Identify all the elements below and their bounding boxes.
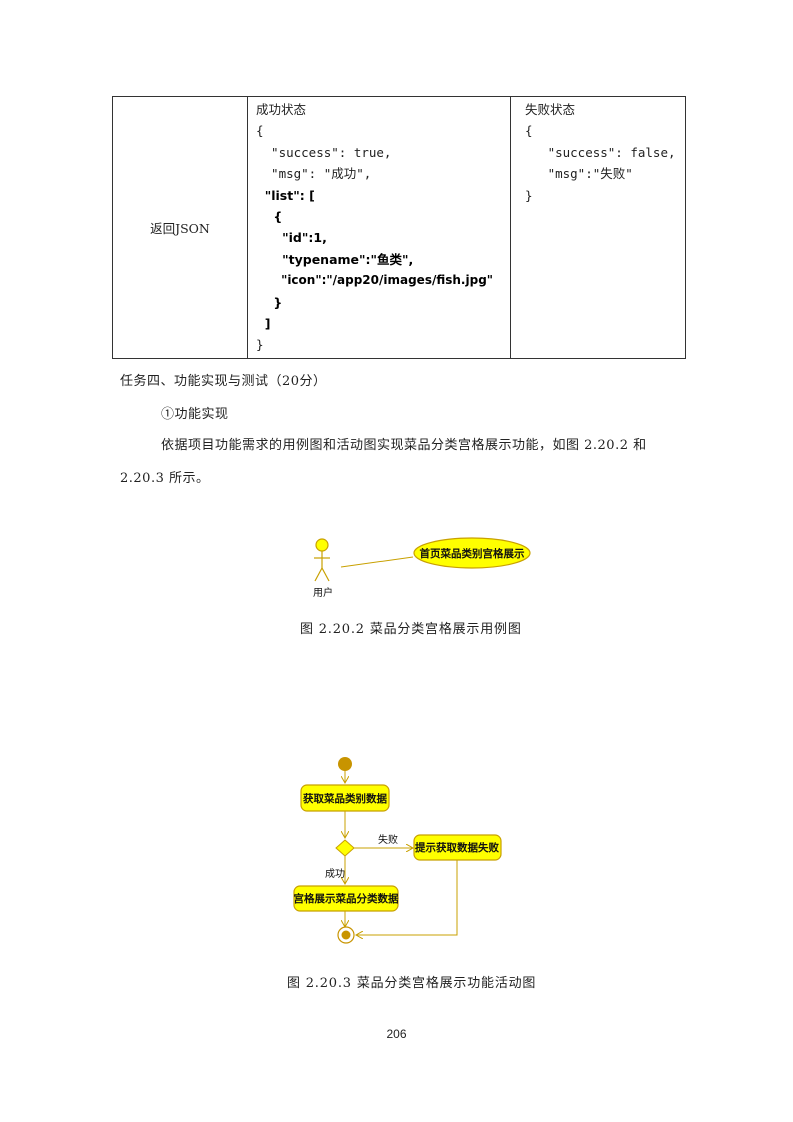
success-line: "icon":"/app20/images/fish.jpg"	[256, 273, 494, 288]
fail-guard-label: 失败	[378, 833, 398, 846]
failure-line: "msg":"失败"	[525, 166, 633, 182]
decision-diamond	[335, 839, 355, 857]
failure-line: "success": false,	[525, 144, 676, 160]
task-heading: 任务四、功能实现与测试（20分）	[120, 374, 327, 389]
success-line: {	[256, 123, 264, 139]
success-cell: 成功状态 { "success": true, "msg": "成功", "li…	[247, 96, 511, 359]
actor-figure	[314, 538, 330, 582]
success-line: {	[256, 209, 283, 225]
usecase-caption: 图 2.20.2 菜品分类宫格展示用例图	[300, 622, 522, 637]
row-label-cell: 返回JSON	[112, 96, 248, 359]
body-paragraph-line2: 2.20.3 所示。	[120, 471, 210, 486]
association-line	[340, 556, 414, 568]
activity-diagram: 获取菜品类别数据 失败 提示获取数据失败 成功 宫格展示菜品分类数据	[293, 757, 502, 944]
success-line: "list": [	[256, 187, 315, 203]
action-get-data-label: 获取菜品类别数据	[303, 792, 387, 805]
row-label: 返回JSON	[150, 221, 210, 236]
success-line: }	[256, 337, 264, 353]
activity-caption: 图 2.20.3 菜品分类宫格展示功能活动图	[287, 976, 537, 991]
failure-title: 失败状态	[525, 102, 576, 117]
action-fail-label: 提示获取数据失败	[415, 841, 499, 854]
success-title: 成功状态	[256, 102, 307, 117]
failure-line: }	[525, 187, 533, 203]
action-success	[293, 885, 399, 912]
success-guard-label: 成功	[325, 868, 345, 880]
usecase-diagram: 用户 首页菜品类别宫格展示	[313, 537, 531, 599]
actor-head	[315, 538, 329, 552]
success-line: }	[256, 294, 283, 310]
sub-heading: ①功能实现	[161, 407, 229, 422]
actor-label: 用户	[313, 586, 333, 599]
success-line: "typename":"鱼类",	[256, 251, 414, 267]
success-line: ]	[256, 316, 271, 332]
start-node	[338, 757, 352, 771]
json-return-table: 返回JSON 成功状态 { "success": true, "msg": "成…	[112, 96, 686, 359]
page-number: 206	[386, 1027, 407, 1041]
usecase-ellipse	[413, 537, 531, 569]
failure-cell: 失败状态 { "success": false, "msg":"失败" }	[510, 96, 686, 359]
success-line: "msg": "成功",	[256, 166, 372, 182]
success-line: "success": true,	[256, 144, 392, 160]
usecase-label: 首页菜品类别宫格展示	[420, 547, 525, 560]
body-paragraph-line1: 依据项目功能需求的用例图和活动图实现菜品分类宫格展示功能，如图 2.20.2 和	[161, 438, 647, 453]
failure-line: {	[525, 123, 533, 139]
success-line: "id":1,	[256, 230, 327, 246]
action-success-label: 宫格展示菜品分类数据	[294, 892, 399, 905]
